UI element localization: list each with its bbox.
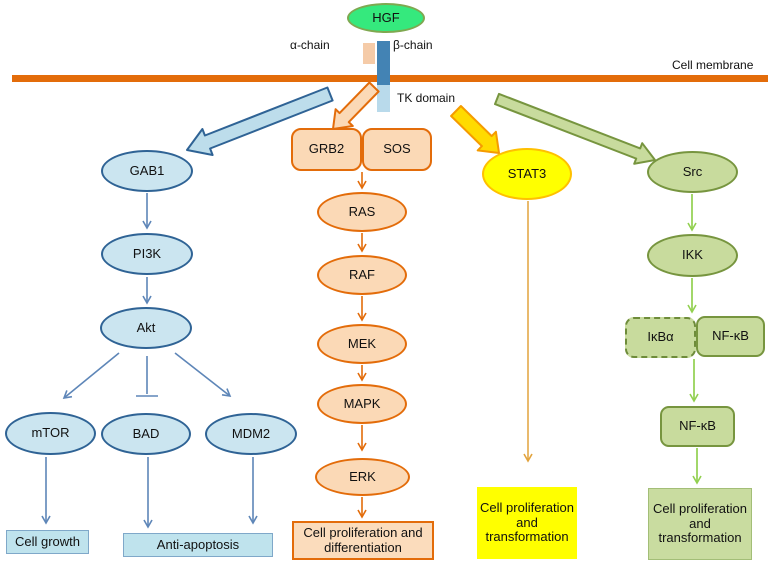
akt-node: Akt [100, 307, 192, 349]
proliferation-transformation-outcome-stat3: Cell proliferation and transformation [477, 487, 577, 559]
erk-node: ERK [315, 458, 410, 496]
grb2-node: GRB2 [291, 128, 362, 171]
anti-apoptosis-outcome: Anti-apoptosis [123, 533, 273, 557]
block-arrow-to-gab1 [186, 86, 334, 156]
nfkb-pathway-arrows [687, 194, 702, 485]
cell-membrane-label: Cell membrane [672, 58, 754, 72]
pi3k-node: PI3K [101, 233, 193, 275]
tk-domain-label: TK domain [397, 91, 456, 105]
sos-node: SOS [362, 128, 432, 171]
ikba-node: IκBα [625, 317, 696, 358]
alpha-chain-rect [363, 43, 375, 64]
block-arrow-to-grb2 [332, 81, 380, 130]
stat3-node: STAT3 [482, 148, 572, 200]
mek-node: MEK [317, 324, 407, 364]
proliferation-differentiation-outcome: Cell proliferation and differentiation [292, 521, 434, 560]
alpha-chain-label: α-chain [290, 38, 330, 52]
nfkb-free-node: NF-κB [660, 406, 735, 447]
proliferation-transformation-outcome-nfkb: Cell proliferation and transformation [648, 488, 752, 560]
beta-chain-label: β-chain [393, 38, 433, 52]
mdm2-node: MDM2 [205, 413, 297, 455]
src-node: Src [647, 151, 738, 193]
tk-domain-rect [377, 85, 390, 112]
bad-node: BAD [101, 413, 191, 455]
block-arrow-to-stat3 [450, 105, 500, 154]
ras-node: RAS [317, 192, 407, 232]
mapk-node: MAPK [317, 384, 407, 424]
beta-chain-rect [377, 41, 390, 85]
raf-node: RAF [317, 255, 407, 295]
cell-membrane-line [12, 75, 768, 82]
mtor-node: mTOR [5, 412, 96, 455]
cell-growth-outcome: Cell growth [6, 530, 89, 554]
gab1-node: GAB1 [101, 150, 193, 192]
pi3k-pathway-arrows [41, 193, 258, 529]
ikk-node: IKK [647, 234, 738, 277]
hgf-ligand-node: HGF [347, 3, 425, 33]
block-arrow-to-src [494, 92, 656, 165]
nfkb-complex-node: NF-κB [696, 316, 765, 357]
